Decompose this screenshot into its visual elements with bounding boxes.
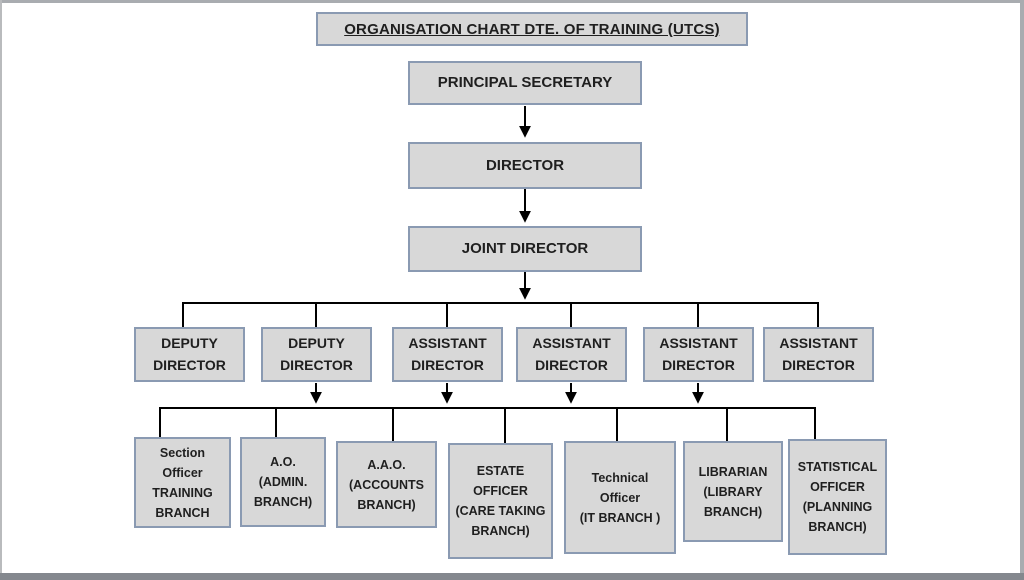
node-label: A.O. (ADMIN. BRANCH) — [253, 455, 313, 509]
chart-title: ORGANISATION CHART DTE. OF TRAINING (UTC… — [344, 20, 720, 38]
org-node-assistant-director-2: ASSISTANT DIRECTOR — [516, 327, 627, 382]
org-node-aao-accounts: A.A.O. (ACCOUNTS BRANCH) — [336, 441, 437, 528]
org-node-technical-officer-it: Technical Officer (IT BRANCH ) — [564, 441, 676, 554]
org-node-librarian-library: LIBRARIAN (LIBRARY BRANCH) — [683, 441, 783, 542]
org-node-deputy-director-1: DEPUTY DIRECTOR — [134, 327, 245, 382]
org-node-assistant-director-1: ASSISTANT DIRECTOR — [392, 327, 503, 382]
node-label: STATISTICAL OFFICER (PLANNING BRANCH) — [797, 460, 878, 534]
org-node-deputy-director-2: DEPUTY DIRECTOR — [261, 327, 372, 382]
org-node-statistical-officer-planning: STATISTICAL OFFICER (PLANNING BRANCH) — [788, 439, 887, 555]
org-node-director: DIRECTOR — [408, 142, 642, 189]
frame-bottom-border — [0, 573, 1024, 580]
node-label: Technical Officer (IT BRANCH ) — [579, 470, 661, 525]
org-node-section-officer-training: Section Officer TRAINING BRANCH — [134, 437, 231, 528]
node-label: Section Officer TRAINING BRANCH — [152, 445, 213, 520]
node-label: LIBRARIAN (LIBRARY BRANCH) — [698, 464, 768, 519]
node-label: DEPUTY DIRECTOR — [153, 334, 226, 373]
node-label: ASSISTANT DIRECTOR — [408, 334, 487, 373]
node-label: ESTATE OFFICER (CARE TAKING BRANCH) — [455, 464, 546, 538]
node-label: ASSISTANT DIRECTOR — [659, 334, 738, 373]
node-label: ASSISTANT DIRECTOR — [532, 334, 611, 373]
org-node-estate-officer-caretaking: ESTATE OFFICER (CARE TAKING BRANCH) — [448, 443, 553, 559]
node-label: A.A.O. (ACCOUNTS BRANCH) — [349, 457, 424, 512]
org-node-principal-secretary: PRINCIPAL SECRETARY — [408, 61, 642, 105]
org-node-assistant-director-3: ASSISTANT DIRECTOR — [643, 327, 754, 382]
node-label: PRINCIPAL SECRETARY — [437, 74, 613, 92]
frame-top-border — [0, 0, 1024, 3]
org-node-ao-admin: A.O. (ADMIN. BRANCH) — [240, 437, 326, 527]
node-label: DIRECTOR — [485, 156, 565, 174]
org-node-joint-director: JOINT DIRECTOR — [408, 226, 642, 272]
node-label: DEPUTY DIRECTOR — [280, 334, 353, 373]
chart-title-box: ORGANISATION CHART DTE. OF TRAINING (UTC… — [316, 12, 748, 46]
node-label: ASSISTANT DIRECTOR — [779, 334, 858, 373]
org-node-assistant-director-4: ASSISTANT DIRECTOR — [763, 327, 874, 382]
frame-right-border — [1020, 0, 1024, 580]
frame-left-border — [0, 0, 2, 580]
node-label: JOINT DIRECTOR — [461, 240, 589, 258]
